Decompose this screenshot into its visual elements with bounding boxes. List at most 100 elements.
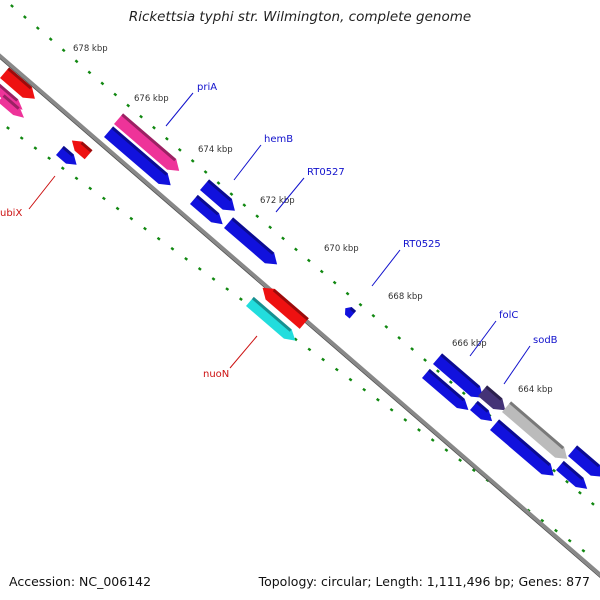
gene-reverse-1-shade: [61, 145, 74, 157]
inner-tick-ring: [389, 407, 394, 412]
inner-tick-ring: [115, 206, 120, 211]
inner-tick-ring: [129, 216, 134, 221]
gene-reverse-1: [56, 145, 77, 165]
gene-forward-2-shade: [80, 141, 93, 153]
outer-tick-ring: [22, 15, 27, 19]
gene-label-ubix: ubiX: [0, 208, 22, 219]
outer-tick-ring: [332, 280, 337, 285]
inner-tick-ring: [60, 166, 65, 171]
inner-tick-ring: [362, 387, 367, 392]
inner-tick-ring: [554, 528, 558, 533]
gene-sodb-shade: [485, 385, 503, 401]
gene-reverse-3-shade: [195, 194, 220, 216]
outer-tick-ring: [565, 479, 569, 484]
gene-label-rt0527: RT0527: [307, 167, 345, 178]
gene-nuon: [246, 296, 296, 341]
gene-reverse-6: [470, 400, 493, 422]
gene-pria: [114, 113, 180, 171]
outer-tick-ring: [216, 181, 221, 185]
inner-tick-ring: [430, 438, 435, 442]
outer-tick-ring: [139, 114, 143, 119]
kbp-label: 678 kbp: [73, 44, 108, 54]
gene-reverse-8-shade: [575, 445, 600, 468]
inner-tick-ring: [101, 196, 106, 201]
gene-pink-2: [0, 94, 24, 118]
gene-label-sodb: sodB: [533, 335, 558, 346]
inner-tick-ring: [184, 256, 189, 261]
gene-reverse-6-shade: [475, 400, 489, 413]
inner-tick-ring: [170, 246, 175, 251]
outer-tick-ring: [229, 192, 234, 196]
outer-tick-ring: [423, 358, 427, 362]
gene-pink-1-shade: [0, 83, 19, 102]
gene-rt0525: [345, 307, 357, 319]
gene-reverse-2-shade: [111, 126, 168, 176]
kbp-label: 666 kbp: [452, 339, 487, 349]
outer-tick-ring: [35, 26, 40, 31]
gene-reverse-7-shade: [497, 419, 551, 466]
inner-tick-ring: [403, 418, 408, 422]
inner-tick-ring: [225, 287, 230, 291]
kbp-label: 672 kbp: [260, 196, 295, 206]
outer-tick-ring: [190, 159, 195, 163]
inner-tick-ring: [33, 146, 38, 150]
inner-tick-ring: [47, 156, 52, 161]
gene-leader-line: [371, 249, 401, 287]
outer-tick-ring: [294, 247, 298, 252]
inner-tick-ring: [321, 357, 326, 362]
gene-forward-3-shade: [272, 288, 309, 321]
inner-tick-ring: [88, 186, 93, 191]
gene-reverse-3: [190, 194, 223, 225]
outer-tick-ring: [113, 92, 118, 97]
gene-gray: [502, 401, 568, 459]
gene-hemb: [200, 179, 235, 211]
outer-tick-ring: [10, 4, 14, 8]
gene-label-folc: folC: [499, 310, 518, 321]
inner-tick-ring: [444, 448, 449, 452]
outer-tick-ring: [552, 468, 557, 473]
gene-reverse-4: [224, 217, 278, 265]
map-title: Rickettsia typhi str. Wilmington, comple…: [128, 9, 472, 25]
inner-tick-ring: [293, 337, 298, 342]
gene-reverse-9-shade: [561, 460, 584, 481]
gene-reverse-9: [556, 460, 588, 489]
inner-tick-ring: [238, 297, 243, 301]
gene-forward-3: [262, 287, 309, 329]
inner-tick-ring: [19, 136, 24, 140]
outer-tick-ring: [281, 236, 285, 241]
gene-reverse-5-shade: [427, 368, 465, 402]
outer-tick-ring: [242, 203, 247, 208]
kbp-label: 668 kbp: [388, 292, 423, 302]
gene-pink-1: [0, 83, 23, 110]
inner-tick-ring: [156, 236, 161, 241]
inner-tick-ring: [458, 458, 463, 463]
outer-tick-ring: [319, 269, 324, 274]
gene-leader-line: [503, 345, 531, 385]
outer-tick-ring: [371, 313, 376, 318]
inner-tick-ring: [211, 277, 216, 281]
outer-tick-ring: [126, 103, 131, 108]
outer-tick-ring: [306, 258, 311, 263]
gene-forward-1-shade: [7, 67, 32, 90]
outer-tick-ring: [48, 37, 53, 42]
gene-pink-2-shade: [2, 94, 20, 110]
gene-nuon-shade: [251, 296, 292, 332]
gene-label-hemb: hemB: [264, 134, 293, 145]
kbp-label: 676 kbp: [134, 94, 169, 104]
gene-pria-shade: [121, 113, 177, 162]
gene-folc-block: [433, 353, 484, 398]
gene-reverse-5: [422, 368, 469, 410]
gene-gray-shade: [509, 401, 565, 450]
outer-tick-ring: [384, 324, 389, 329]
gene-reverse-7: [490, 419, 554, 476]
gene-forward-2: [71, 140, 93, 160]
outer-tick-ring: [358, 302, 363, 307]
outer-tick-ring: [203, 170, 208, 174]
outer-tick-ring: [61, 48, 66, 53]
outer-tick-ring: [345, 291, 350, 296]
gene-folc-block-shade: [440, 353, 481, 389]
gene-leader-line: [28, 175, 56, 210]
gene-reverse-2: [104, 126, 171, 186]
